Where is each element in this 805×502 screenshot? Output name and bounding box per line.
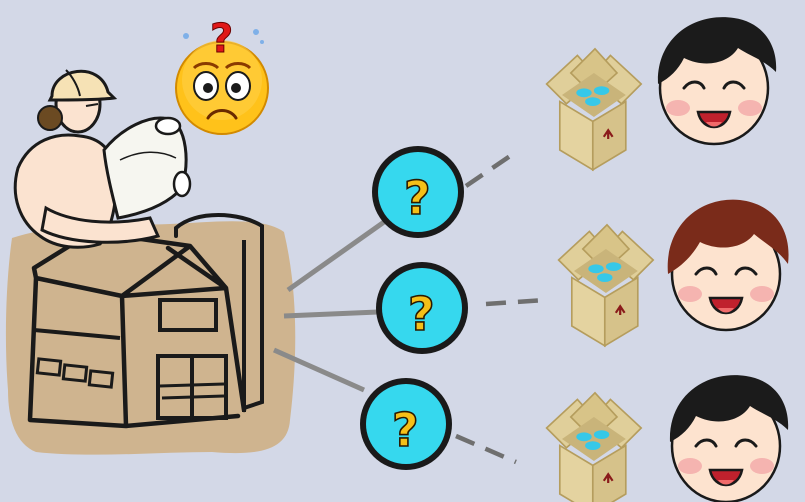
barn-window — [87, 369, 115, 389]
engineer-illustration — [13, 69, 192, 249]
confused-face-icon: ? — [175, 16, 269, 135]
customer-face-icon — [669, 375, 789, 502]
barn-side-beam — [33, 328, 121, 340]
package-box-icon — [557, 223, 655, 347]
customer-face-icon — [657, 17, 777, 146]
barn-loft-window — [158, 298, 218, 332]
confused-question-mark: ? — [210, 16, 233, 62]
question-node-3: ? — [360, 378, 452, 470]
warehouse-connectors — [272, 219, 386, 393]
delivery-connectors — [455, 150, 547, 465]
silo — [174, 213, 264, 410]
connector-to-node-1 — [286, 219, 386, 293]
barn-window — [61, 363, 89, 383]
engineer-eye — [85, 103, 99, 107]
dashed-connector-3 — [455, 433, 517, 465]
warehouse-illustration — [5, 213, 296, 455]
sweat-drop-icon — [183, 33, 189, 39]
barn-door-bar — [159, 382, 225, 388]
question-mark-icon: ? — [392, 403, 419, 457]
question-mark-icon: ? — [404, 171, 431, 225]
hard-hat-ridge — [65, 69, 81, 97]
engineer-shirt — [13, 133, 118, 249]
dashed-connector-1 — [464, 150, 518, 188]
sweat-drop-icon — [260, 40, 264, 44]
connector-to-node-3 — [272, 347, 366, 393]
question-node-2: ? — [376, 262, 468, 354]
blueprint-roll-end — [172, 170, 192, 198]
question-node-1: ? — [372, 146, 464, 238]
barn-window — [35, 357, 63, 377]
package-box-icon — [545, 391, 643, 502]
question-mark-icon: ? — [408, 287, 435, 341]
barn-outline — [27, 229, 247, 429]
customer-face-icon — [667, 199, 789, 332]
dashed-connector-2 — [485, 297, 547, 307]
sweat-drop-icon — [253, 29, 259, 35]
engineer-hair — [37, 105, 63, 131]
hard-hat-icon — [47, 69, 118, 102]
engineer-arm — [40, 205, 161, 244]
connector-to-node-2 — [283, 309, 379, 319]
blueprint-roll-end — [154, 116, 182, 136]
barn-door-bar — [161, 394, 225, 400]
blueprint-lines — [119, 151, 177, 161]
package-box-icon — [545, 47, 643, 171]
